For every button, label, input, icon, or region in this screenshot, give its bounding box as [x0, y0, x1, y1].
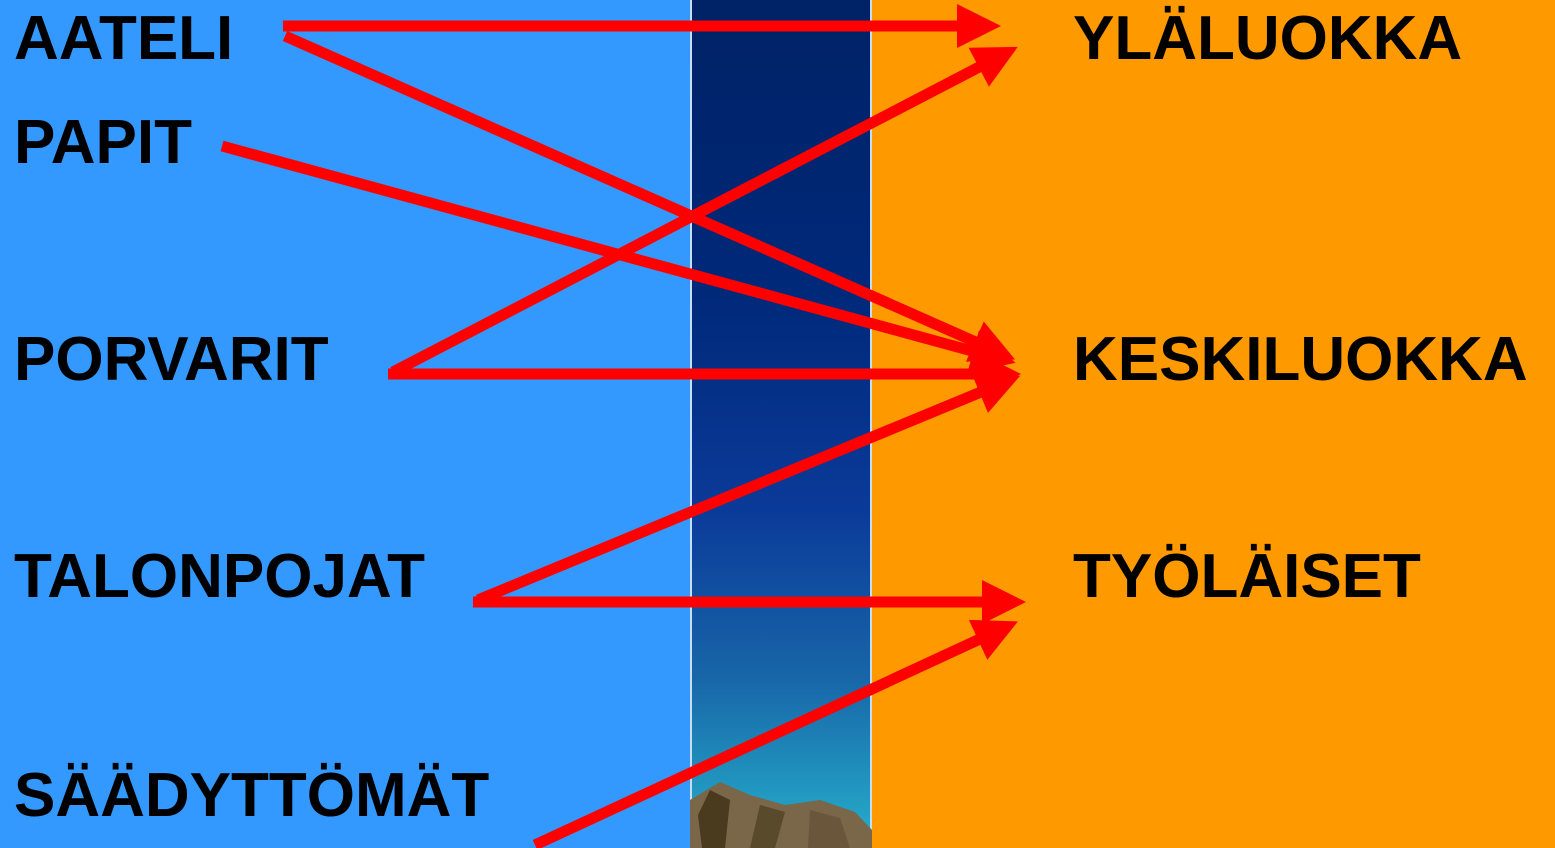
label-talonpojat: TALONPOJAT: [14, 542, 426, 611]
label-papit: PAPIT: [14, 108, 192, 177]
rock-decoration-icon: [690, 782, 872, 848]
label-saadyttomat: SÄÄDYTTÖMÄT: [14, 761, 490, 830]
arrow-porvarit-to-ylaluokka: [390, 46, 1018, 377]
label-tyolaiset: TYÖLÄISET: [1073, 542, 1421, 611]
label-ylaluokka: YLÄLUOKKA: [1073, 4, 1463, 73]
label-keskiluokka: KESKILUOKKA: [1073, 325, 1528, 394]
arrow-aateli-to-keskiluokka: [282, 30, 1016, 362]
left-panel-estates: [0, 0, 690, 848]
arrow-talonpojat-to-keskiluokka: [475, 372, 1021, 606]
right-panel-classes: [872, 0, 1555, 848]
arrow-saadyttomat-to-tyolaiset: [532, 619, 1018, 848]
label-aateli: AATELI: [14, 4, 234, 73]
label-porvarit: PORVARIT: [14, 325, 329, 394]
